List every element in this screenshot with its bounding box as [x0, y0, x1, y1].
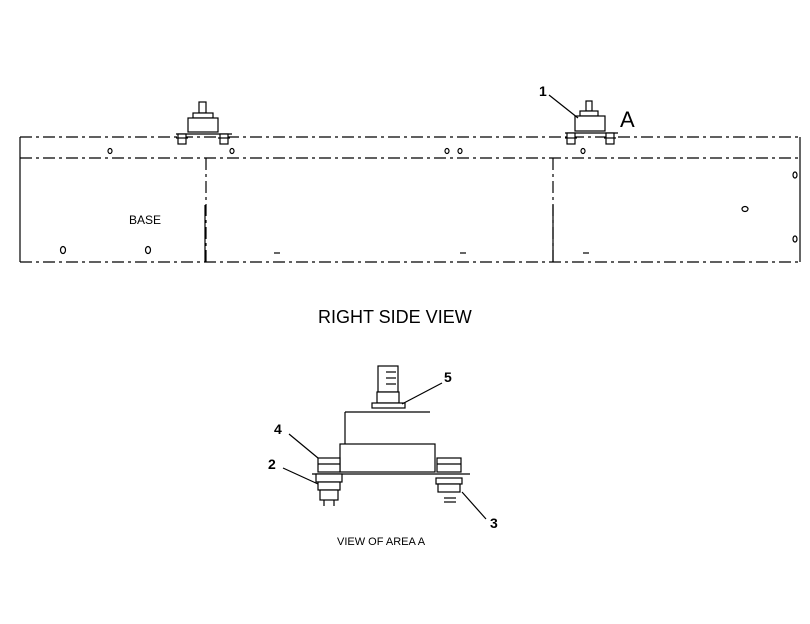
- view-of-area-a-title: VIEW OF AREA A: [337, 536, 426, 548]
- right-side-view-title: RIGHT SIDE VIEW: [318, 307, 472, 327]
- callout-1-leader: [548, 94, 579, 119]
- callout-3-leader: [461, 491, 487, 520]
- callout-1-label: 1: [539, 83, 547, 99]
- area-a-detail: [312, 365, 470, 506]
- callout-5-leader: [401, 382, 443, 405]
- base-hole-marks: [59, 147, 798, 255]
- callout-5-label: 5: [444, 369, 452, 385]
- callout-4-leader: [288, 433, 319, 459]
- callout-3-label: 3: [490, 515, 498, 531]
- callout-4-label: 4: [274, 421, 282, 437]
- right-isolator-mount: [565, 100, 618, 145]
- left-isolator-mount: [176, 101, 232, 145]
- callout-2-label: 2: [268, 456, 276, 472]
- base-frame: [19, 136, 801, 263]
- area-a-label: A: [620, 107, 635, 132]
- base-label: BASE: [129, 213, 161, 227]
- callout-2-leader: [282, 467, 319, 485]
